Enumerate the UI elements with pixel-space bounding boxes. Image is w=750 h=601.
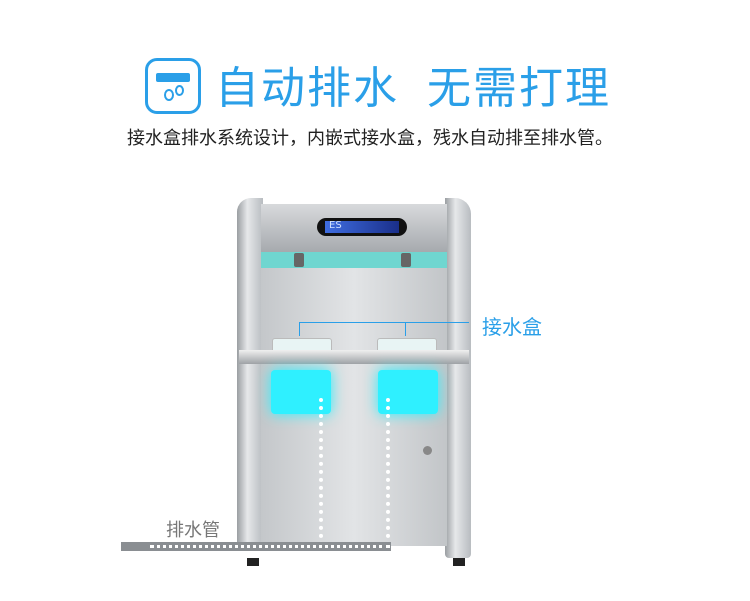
faucet-left [294,253,304,267]
page-title: 自动排水无需打理 [215,63,611,114]
pipe-label: 排水管 [166,520,220,541]
foot-right [453,558,465,566]
door-lock [423,446,432,455]
drain-icon [145,58,201,114]
shelf [239,350,469,364]
display-text: ES [329,220,342,231]
water-dispenser: ES [237,198,471,568]
subtitle: 接水盒排水系统设计，内嵌式接水盒，残水自动排至排水管。 [127,128,613,149]
foot-left [247,558,259,566]
box-callout: 接水盒 [482,315,542,339]
display-panel: ES [317,218,407,236]
faucet-right [401,253,411,267]
